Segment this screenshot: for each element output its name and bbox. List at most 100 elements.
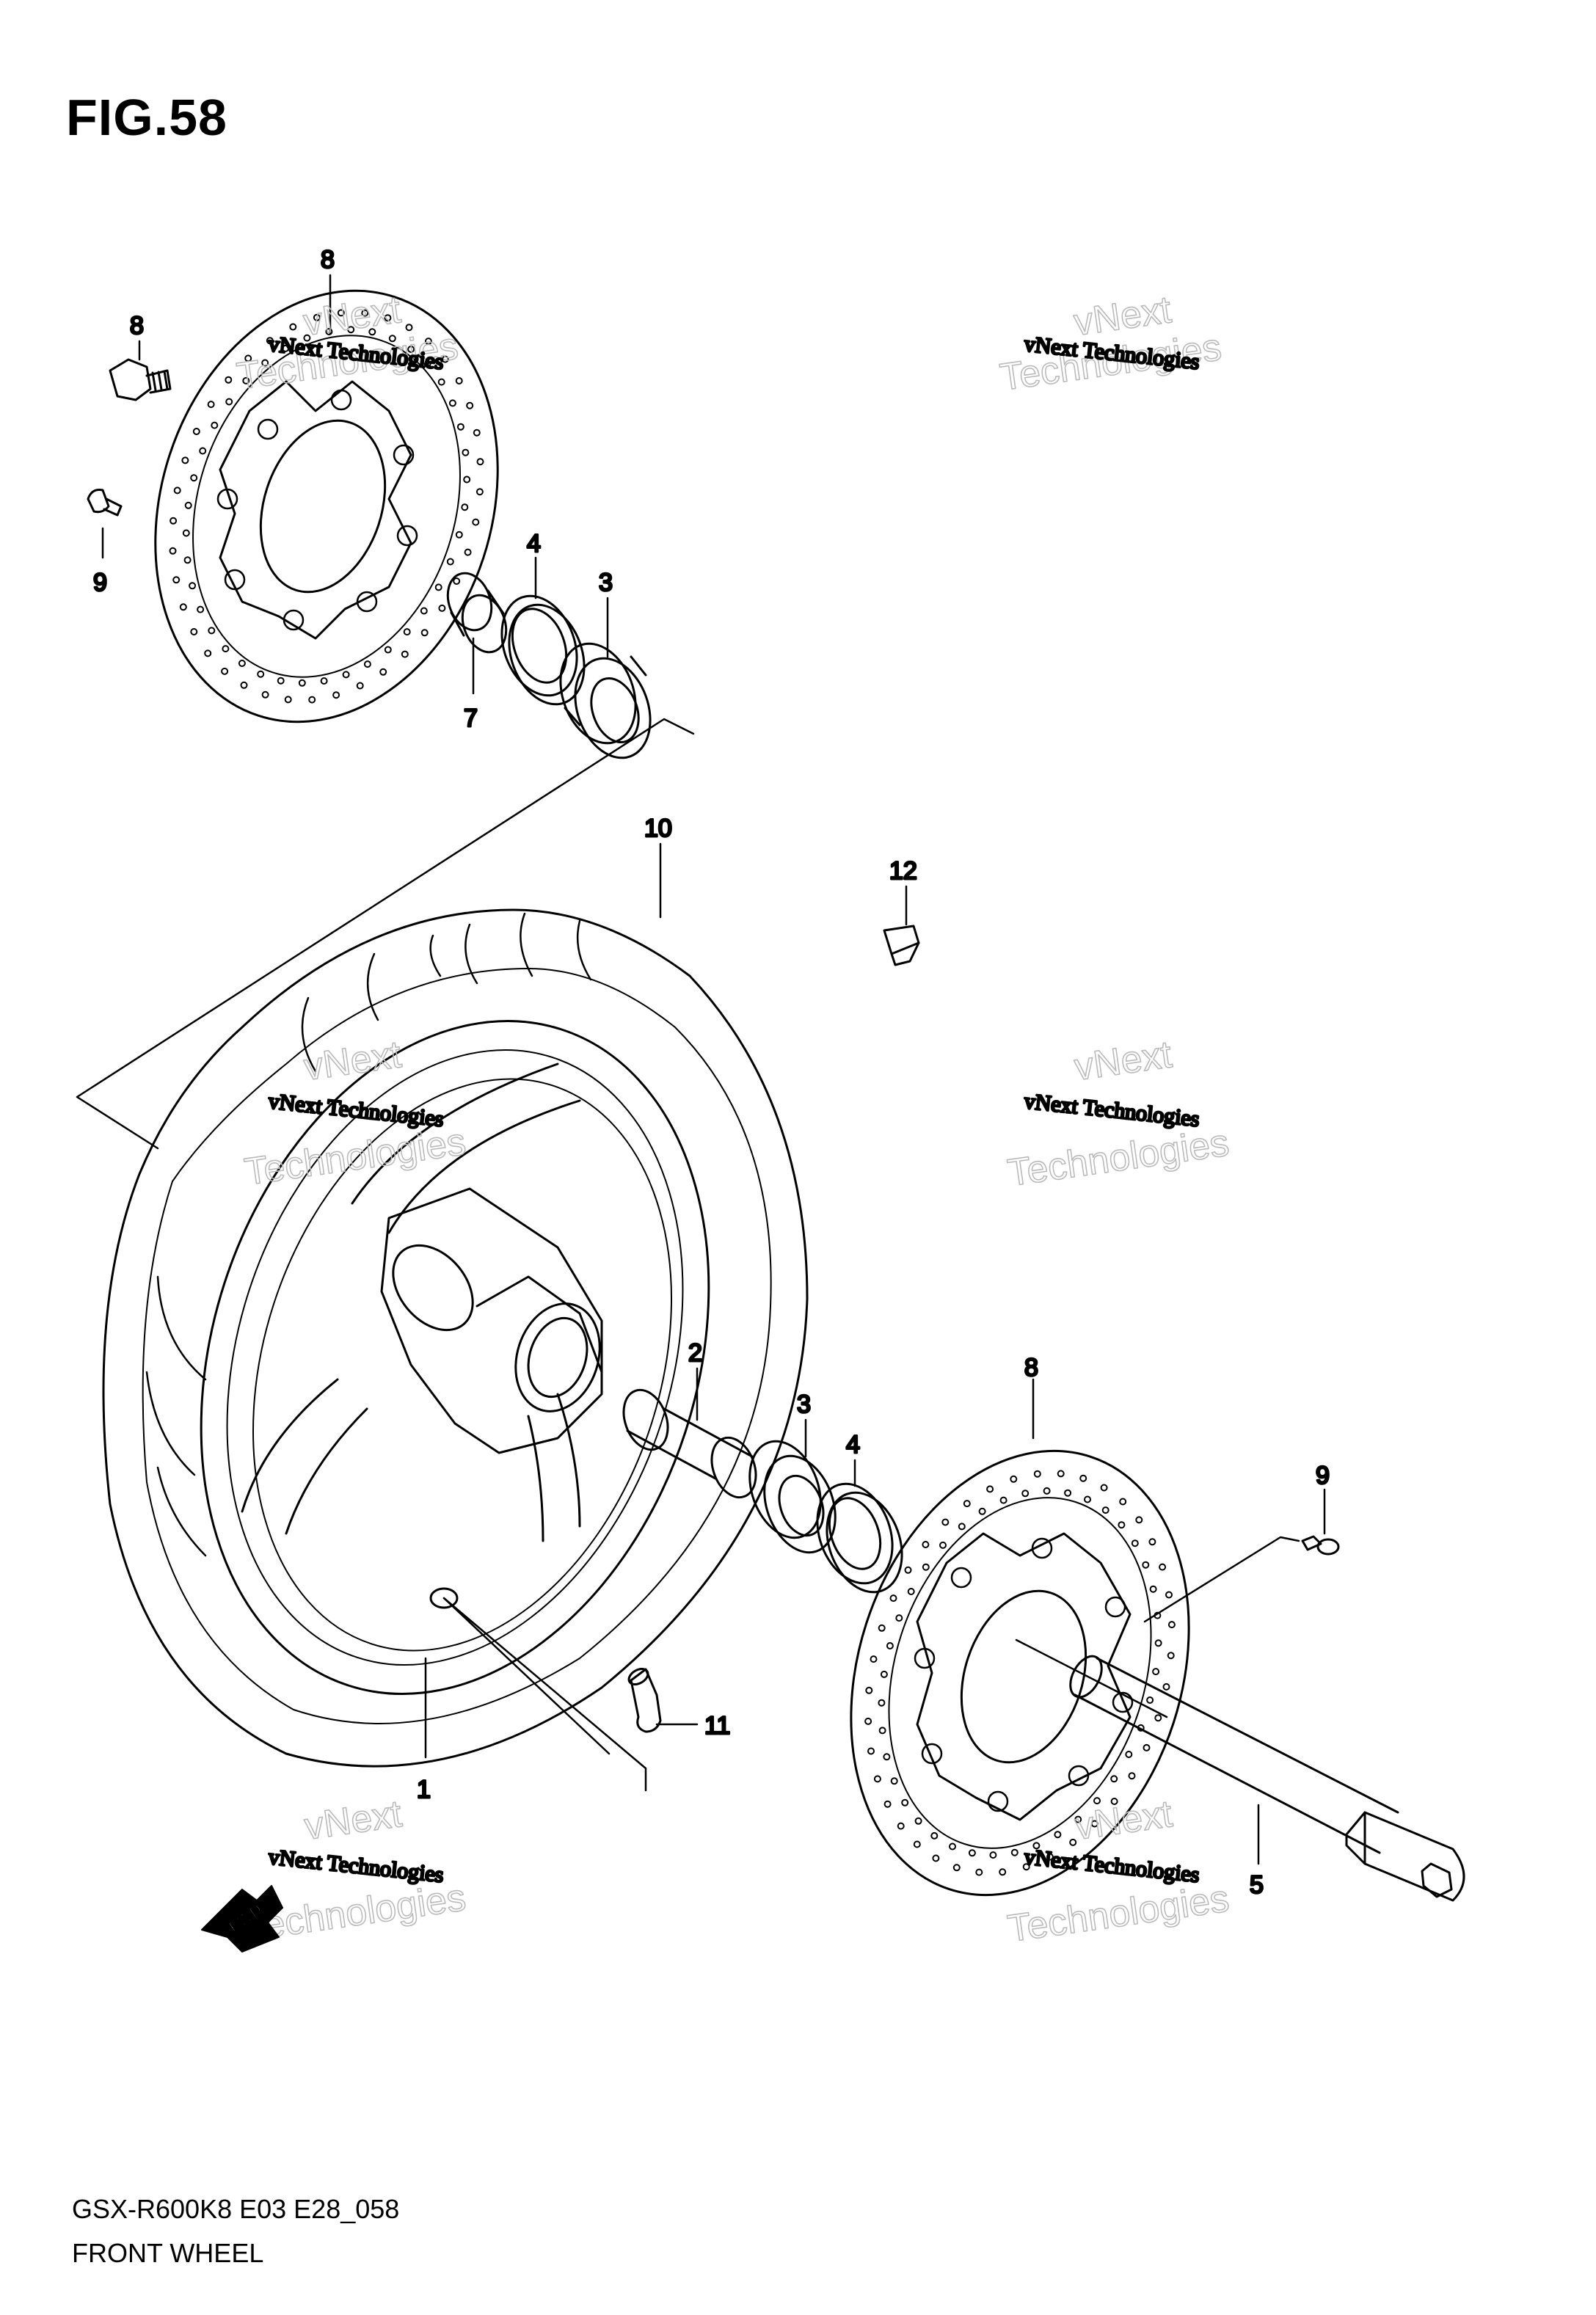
disc-drill-hole: [466, 401, 474, 409]
disc-drill-hole: [1128, 1772, 1136, 1780]
disc-drill-hole: [238, 660, 246, 667]
disc-drill-hole: [337, 309, 345, 317]
disc-drill-hole: [320, 677, 328, 685]
balance-weight-part-12[interactable]: [883, 925, 920, 966]
disc-drill-hole: [1032, 1842, 1041, 1850]
disc-drill-hole: [865, 1686, 873, 1694]
disc-drill-hole: [170, 517, 178, 525]
disc-drill-hole: [922, 1563, 930, 1571]
disc-drill-hole: [332, 691, 340, 699]
callout-6: 8: [130, 312, 144, 340]
disc-drill-hole: [901, 1798, 909, 1807]
disc-drill-hole: [1064, 1489, 1072, 1497]
disc-drill-hole: [886, 1642, 894, 1649]
brake-disc-lower[interactable]: [796, 1407, 1244, 1939]
disc-drill-hole: [211, 421, 219, 429]
disc-drill-hole: [342, 671, 350, 679]
disc-drill-hole: [1162, 1683, 1170, 1691]
disc-drill-hole: [242, 376, 250, 384]
disc-drill-hole: [455, 531, 463, 539]
front-axle-part-5[interactable]: [1064, 1651, 1465, 1902]
bolt-part-6[interactable]: [109, 358, 172, 401]
disc-drill-hole: [889, 1594, 897, 1603]
disc-drill-hole: [1167, 1621, 1176, 1629]
disc-drill-hole: [189, 582, 197, 590]
screw-part-9-upper[interactable]: [87, 489, 123, 517]
oil-seal-part-4-upper[interactable]: [489, 586, 597, 715]
spacer-part-2[interactable]: [616, 1384, 763, 1503]
disc-drill-hole: [930, 1831, 939, 1840]
disc-drill-hole: [190, 628, 198, 635]
watermark-large: Technologies: [1005, 1121, 1232, 1195]
watermarks: vNext Technologies vNext Technologies vN…: [233, 288, 1232, 1951]
disc-drill-hole: [890, 1777, 898, 1785]
callout-4-lower: 4: [846, 1431, 860, 1459]
disc-drill-hole: [1057, 1470, 1065, 1478]
disc-drill-hole: [1074, 1815, 1082, 1823]
bearing-part-3-upper[interactable]: [547, 633, 663, 768]
callout-12: 12: [889, 857, 917, 885]
disc-drill-hole: [897, 1822, 905, 1830]
tire-valve-part-11[interactable]: [626, 1666, 662, 1733]
screw-part-9-lower[interactable]: [1301, 1535, 1340, 1556]
watermark-large: vNext: [302, 1033, 404, 1089]
disc-drill-hole: [456, 423, 464, 431]
disc-drill-hole: [999, 1496, 1007, 1504]
disc-drill-hole: [384, 314, 392, 322]
disc-drill-hole: [914, 1817, 922, 1825]
disc-drill-hole: [975, 1868, 983, 1876]
model-code: GSX-R600K8 E03 E28_058: [72, 2194, 400, 2224]
disc-drill-hole: [472, 518, 480, 526]
watermark-small: vNext Technologies: [267, 1089, 445, 1131]
disc-drill-hole: [225, 398, 233, 406]
disc-drill-hole: [179, 603, 187, 611]
disc-drill-hole: [257, 670, 265, 678]
disc-drill-hole: [1069, 1838, 1077, 1846]
disc-drill-hole: [225, 376, 233, 384]
disc-drill-hole: [907, 1588, 915, 1595]
disc-drill-hole: [199, 447, 207, 455]
wheel-rim-part-1[interactable]: [118, 955, 792, 1760]
tire-part-10[interactable]: [102, 908, 809, 1768]
watermark-large: vNext: [302, 1793, 404, 1848]
callout-numbers: 8 8 9 4 3 7 10 12 2 3 4 8 9 1 11 5: [92, 245, 1331, 1900]
spacer-part-7[interactable]: [440, 567, 514, 658]
disc-drill-hole: [438, 604, 446, 612]
watermark-large: vNext: [1072, 1033, 1175, 1089]
disc-drill-hole: [325, 328, 333, 335]
disc-drill-hole: [1149, 1585, 1157, 1593]
brake-disc-upper[interactable]: [101, 246, 551, 767]
disc-drill-hole: [1118, 1521, 1126, 1529]
disc-drill-hole: [197, 605, 205, 613]
disc-drill-hole: [952, 1864, 961, 1872]
disc-drill-hole: [441, 355, 449, 363]
oil-seal-part-4-lower[interactable]: [804, 1473, 915, 1603]
disc-drill-hole: [192, 428, 200, 435]
disc-drill-hole: [448, 399, 456, 407]
disc-drill-hole: [1125, 1751, 1133, 1758]
callout-2: 2: [688, 1339, 702, 1367]
disc-drill-hole: [939, 1541, 947, 1549]
disc-drill-hole: [904, 1566, 912, 1574]
disc-drill-hole: [221, 667, 229, 675]
disc-drill-hole: [922, 1541, 930, 1548]
disc-drill-hole: [266, 337, 274, 345]
disc-drill-hole: [172, 576, 181, 584]
disc-drill-hole: [277, 677, 285, 685]
disc-drill-hole: [949, 1842, 956, 1851]
callout-4-upper: 4: [527, 530, 541, 558]
disc-drill-hole: [878, 1624, 886, 1632]
watermark-large: Technologies: [242, 1120, 469, 1194]
disc-drill-hole: [437, 378, 445, 386]
disc-drill-hole: [473, 429, 481, 437]
callout-3-upper: 3: [599, 569, 613, 597]
disc-drill-hole: [932, 1854, 940, 1862]
disc-drill-hole: [1054, 1831, 1062, 1839]
callout-11: 11: [704, 1712, 730, 1740]
bearing-part-3-lower[interactable]: [737, 1432, 848, 1563]
forward-arrow-icon: FWD: [201, 1885, 283, 1953]
disc-drill-hole: [379, 668, 387, 676]
disc-drill-hole: [384, 646, 392, 654]
disc-drill-hole: [1110, 1775, 1118, 1783]
callout-9-upper: 9: [93, 569, 107, 597]
